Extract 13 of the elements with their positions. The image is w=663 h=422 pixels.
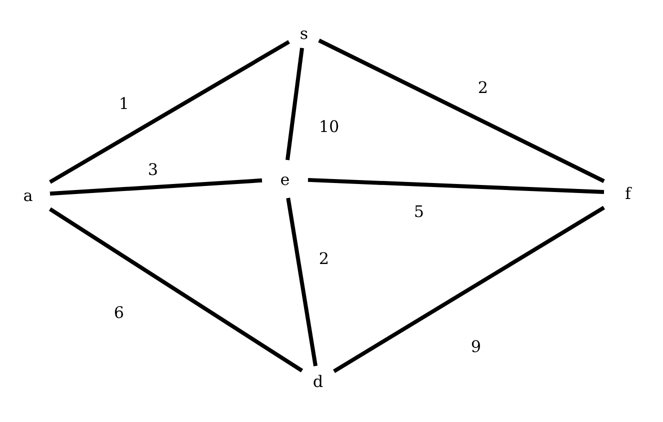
graph-edge (286, 48, 304, 160)
graph-edge (308, 178, 604, 194)
graph-edge (286, 198, 318, 366)
vertex-label: f (625, 184, 631, 202)
vertex-label: e (280, 170, 290, 188)
vertex-label: d (312, 372, 324, 390)
graph-edge (318, 38, 605, 183)
graph-edge (48, 40, 290, 184)
graph-edge (332, 206, 606, 373)
graph-edge (48, 207, 304, 372)
vertex-label: s (300, 24, 308, 42)
graph-edge (50, 178, 262, 196)
vertex-label: a (23, 186, 33, 204)
